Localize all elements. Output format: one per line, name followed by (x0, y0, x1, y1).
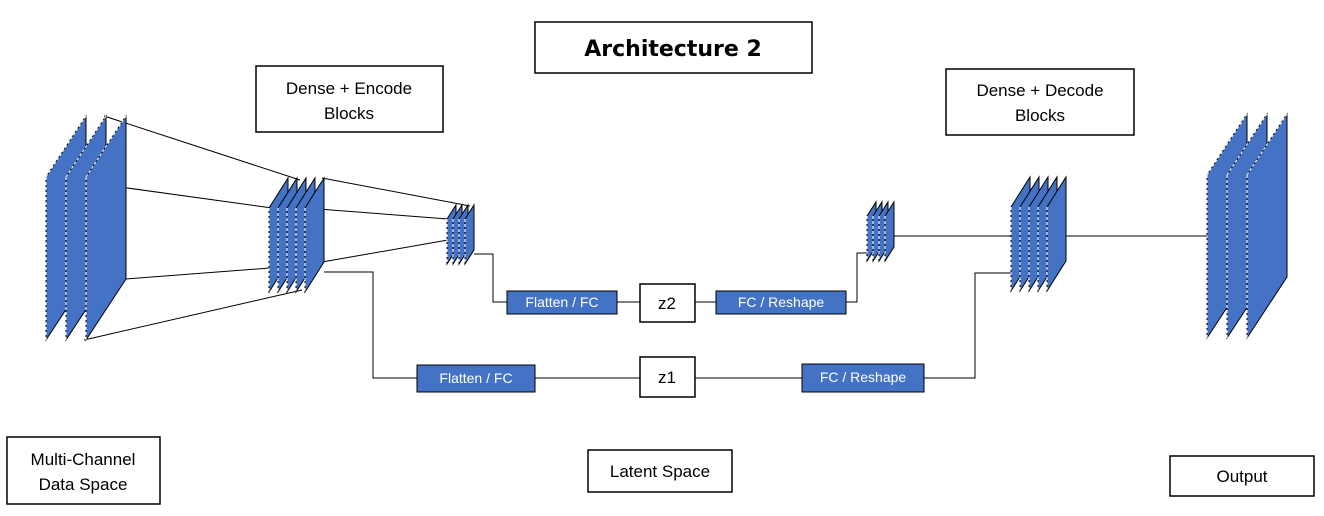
z2-box: z2 (639, 283, 696, 323)
input-slab (85, 114, 127, 342)
input-space-label: Multi-Channel Data Space (6, 436, 161, 505)
encoder-block-1 (268, 176, 325, 294)
z2-label: z2 (658, 294, 676, 313)
input-data-stack (45, 114, 127, 342)
input-space-label-line1: Multi-Channel (31, 450, 136, 469)
flatten-fc-1: Flatten / FC (416, 364, 536, 393)
encode-blocks-label-line1: Dense + Encode (286, 79, 412, 98)
decoder-block-2 (1010, 175, 1067, 293)
z1-box: z1 (639, 356, 696, 398)
input-space-label-line2: Data Space (39, 475, 128, 494)
encode-blocks-label: Dense + Encode Blocks (255, 65, 444, 133)
decode-blocks-label-line2: Blocks (1015, 106, 1065, 125)
wire-encoder1-to-flatten1 (324, 271, 417, 379)
decode-blocks-label-line1: Dense + Decode (976, 81, 1103, 100)
encoder-block-2 (446, 203, 475, 266)
fc-reshape-1: FC / Reshape (801, 363, 925, 393)
z1-label: z1 (658, 368, 676, 387)
encoder-funnel-lines (304, 177, 471, 263)
diagram-title: Architecture 2 (584, 37, 762, 62)
wire-encoder2-to-flatten2 (474, 253, 507, 303)
decode-blocks-label: Dense + Decode Blocks (945, 68, 1135, 136)
latent-space-label: Latent Space (587, 449, 733, 493)
flatten-fc-1-label: Flatten / FC (439, 370, 512, 386)
wire-reshape2-to-decoder1 (846, 252, 867, 303)
decoder-slab (884, 200, 895, 263)
encode-blocks-label-line2: Blocks (324, 104, 374, 123)
fc-reshape-2-label: FC / Reshape (738, 294, 825, 310)
output-data-stack (1206, 112, 1288, 340)
title-box: Architecture 2 (534, 21, 813, 74)
decoder-slab (1046, 175, 1067, 293)
encoder-slab (464, 203, 475, 266)
connection-wires (324, 235, 1207, 379)
fc-reshape-1-label: FC / Reshape (820, 369, 907, 385)
encoder-slab (304, 176, 325, 294)
latent-space-label-text: Latent Space (610, 462, 710, 481)
wire-reshape1-to-decoder2 (924, 272, 1011, 379)
flatten-fc-2-label: Flatten / FC (525, 294, 598, 310)
output-label: Output (1169, 455, 1315, 497)
output-slab (1246, 112, 1288, 340)
decoder-block-1 (866, 200, 895, 263)
output-label-text: Output (1216, 467, 1267, 486)
flatten-fc-2: Flatten / FC (506, 290, 618, 315)
fc-reshape-2: FC / Reshape (715, 290, 847, 315)
